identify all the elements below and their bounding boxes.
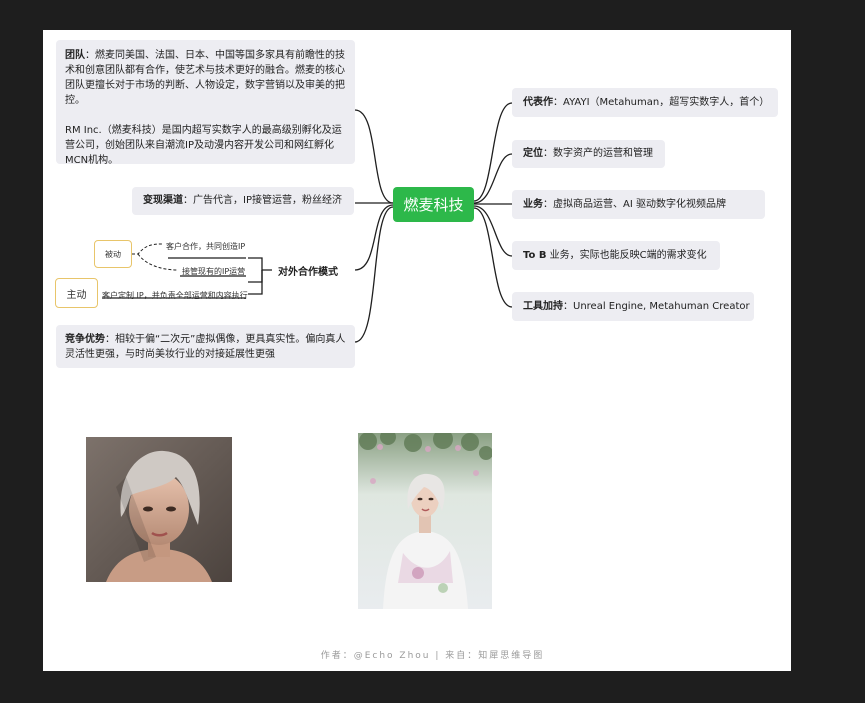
right-node-tools: 工具加持：Unreal Engine, Metahuman Creator: [512, 292, 754, 321]
monetize-title: 变现渠道: [143, 195, 183, 206]
rm-paragraph: RM Inc.（燃麦科技）是国内超写实数字人的最高级别孵化及运营公司，创始团队来…: [65, 125, 342, 166]
active-item-1: 客户定制 IP，并负责全部运营和内容执行: [102, 291, 248, 300]
passive-item-2: 接管现有的IP运营: [182, 267, 246, 276]
team-box: 团队：燃麦同美国、法国、日本、中国等国多家具有前瞻性的技术和创意团队都有合作，使…: [56, 40, 355, 166]
right-node-representative: 代表作：AYAYI（Metahuman，超写实数字人，首个）: [512, 88, 778, 117]
center-node: 燃麦科技: [393, 187, 474, 222]
team-text: ：燃麦同美国、法国、日本、中国等国多家具有前瞻性的技术和创意团队都有合作，使艺术…: [65, 50, 345, 106]
advantage-title: 竞争优势: [65, 334, 105, 345]
right-node-positioning: 定位：数字资产的运营和管理: [512, 140, 665, 168]
ayayi-fullbody-image: [358, 433, 492, 609]
monetize-text: ：广告代言，IP接管运营，粉丝经济: [183, 195, 342, 206]
advantage-text: ：相较于偏“二次元”虚拟偶像，更具真实性。偏向真人灵活性更强，与时尚美妆行业的对…: [65, 334, 346, 360]
right-node-business: 业务：虚拟商品运营、AI 驱动数字化视频品牌: [512, 190, 765, 219]
monetize-box: 变现渠道：广告代言，IP接管运营，粉丝经济: [132, 187, 354, 215]
team-title: 团队: [65, 50, 85, 61]
advantage-box: 竞争优势：相较于偏“二次元”虚拟偶像，更具真实性。偏向真人灵活性更强，与时尚美妆…: [56, 325, 355, 368]
right-node-tob: To B 业务，实际也能反映C端的需求变化: [512, 241, 720, 270]
passive-box: 被动: [94, 240, 132, 268]
footer-credit: 作者：@Echo Zhou | 来自：知犀思维导图: [320, 651, 545, 661]
passive-item-1: 客户合作，共同创造IP: [166, 242, 246, 251]
ayayi-portrait-image: [86, 437, 232, 582]
active-box: 主动: [55, 278, 98, 308]
coop-title: 对外合作模式: [278, 267, 338, 278]
team-paragraph: 团队：燃麦同美国、法国、日本、中国等国多家具有前瞻性的技术和创意团队都有合作，使…: [65, 48, 346, 108]
